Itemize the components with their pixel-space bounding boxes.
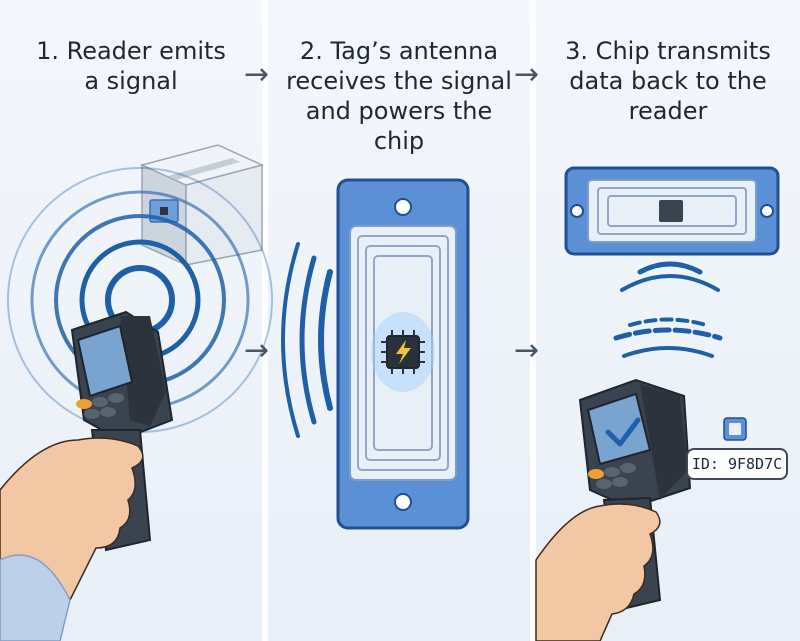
lightning-bolt-icon bbox=[396, 340, 411, 364]
arrow-right-icon: → bbox=[244, 57, 270, 92]
arrow-right-icon: → bbox=[514, 57, 540, 92]
check-mark-icon bbox=[605, 417, 641, 447]
tag-chip-badge-icon bbox=[723, 417, 747, 441]
title-line: 3. Chip transmits bbox=[565, 37, 771, 65]
package-box-icon bbox=[139, 144, 265, 267]
title-line: a signal bbox=[84, 67, 178, 95]
outgoing-signal-icon bbox=[613, 261, 723, 358]
title-line: data back to the bbox=[569, 67, 767, 95]
arrow-right-icon: → bbox=[514, 333, 540, 368]
incoming-signal-icon bbox=[281, 242, 333, 438]
title-line: 1. Reader emits bbox=[36, 37, 226, 65]
rfid-tag-horizontal-icon bbox=[564, 166, 780, 256]
title-line: receives the signal bbox=[286, 67, 512, 95]
tag-id-label: ID: 9F8D7C bbox=[686, 448, 788, 480]
title-line: reader bbox=[628, 97, 708, 125]
rfid-tag-icon bbox=[336, 178, 470, 530]
step-2-title: 2. Tag’s antenna receives the signal and… bbox=[268, 36, 530, 156]
title-line: and powers the bbox=[305, 97, 493, 125]
title-line: 2. Tag’s antenna bbox=[299, 37, 499, 65]
step-1-title: 1. Reader emits a signal bbox=[0, 36, 262, 96]
step-3-title: 3. Chip transmits data back to the reade… bbox=[536, 36, 800, 126]
arrow-right-icon: → bbox=[244, 333, 270, 368]
panel-divider-1 bbox=[262, 0, 268, 641]
title-line: chip bbox=[373, 127, 425, 155]
hand-icon bbox=[535, 503, 661, 641]
panel-divider-2 bbox=[530, 0, 536, 641]
hand-icon bbox=[0, 437, 144, 641]
